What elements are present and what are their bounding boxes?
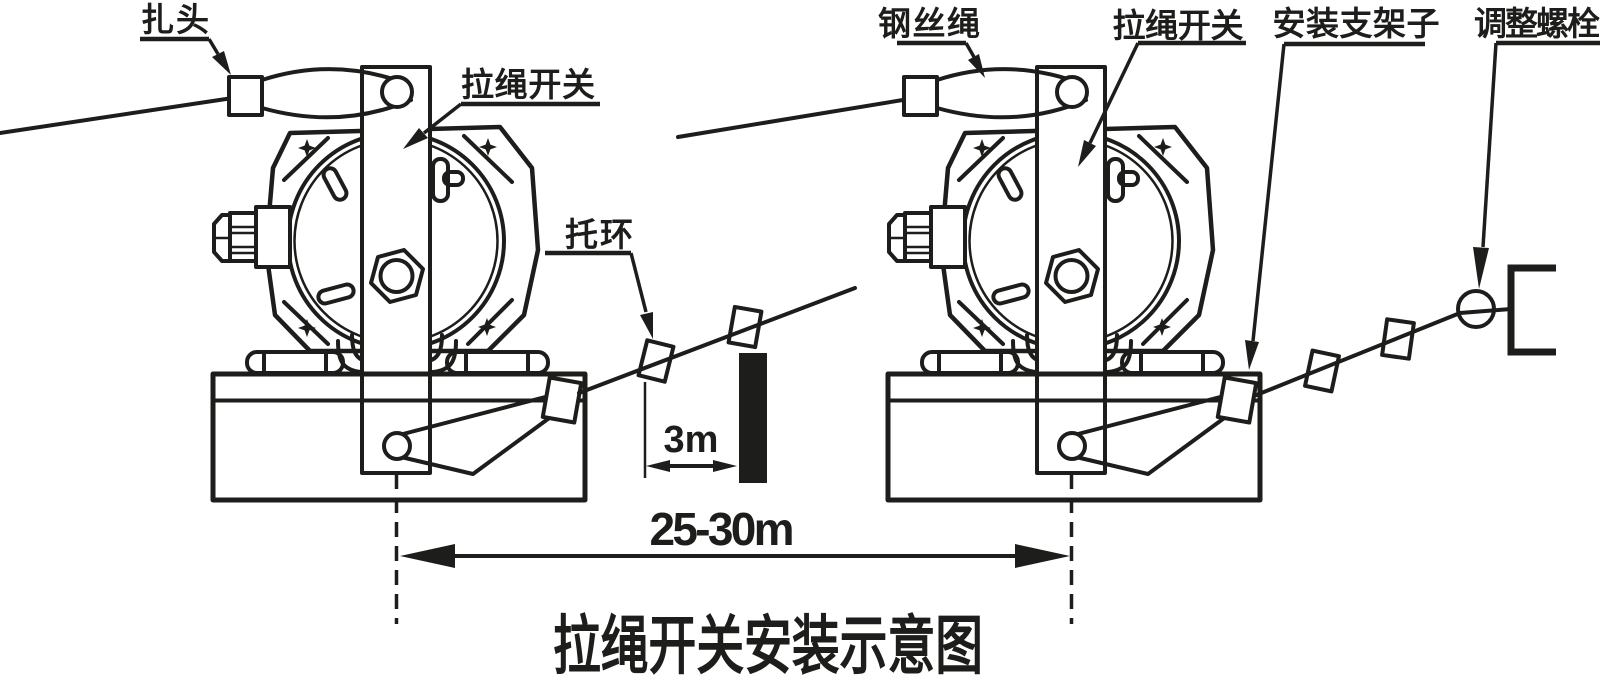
wire-rope-span-left	[577, 286, 857, 395]
arrowhead-icon	[1078, 140, 1096, 167]
support-ring	[1303, 348, 1341, 394]
pull-rope-switch-right-label: 拉绳开关	[1113, 7, 1244, 44]
callout-pull-rope-switch-left: 拉绳开关	[403, 66, 600, 149]
support-ring-label: 托环	[565, 216, 633, 253]
mounting-bracket-label: 安装支架子	[1273, 5, 1440, 42]
end-anchor-bracket	[1507, 264, 1556, 356]
callout-support-ring: 托环	[545, 216, 653, 339]
dimension-3m: 3m	[646, 419, 737, 472]
callout-wire-rope: 钢丝绳	[878, 5, 985, 78]
arrowhead-icon	[1473, 247, 1489, 289]
stop-block	[739, 353, 767, 483]
arrowhead-icon	[1245, 340, 1259, 370]
support-ring	[636, 338, 676, 384]
support-ring	[1380, 317, 1416, 361]
dimension-3m-value: 3m	[664, 419, 719, 461]
wire-rope-left	[0, 94, 248, 135]
wire-rope-label: 钢丝绳	[878, 5, 980, 42]
arrowhead-icon	[968, 54, 985, 78]
dimension-25-30m: 25-30m	[400, 503, 1070, 568]
dimension-25-30m-value: 25-30m	[650, 503, 795, 555]
arrowhead-icon	[212, 51, 231, 75]
arrowhead-icon	[403, 128, 428, 149]
pull-rope-switch-right	[888, 67, 1260, 624]
callout-clamp-head: 扎头	[140, 1, 231, 75]
clamp-head-label: 扎头	[141, 1, 209, 38]
pull-rope-switch-left	[213, 67, 585, 624]
pull-rope-switch-left-label: 拉绳开关	[461, 66, 595, 103]
callout-adjusting-bolt: 调整螺栓	[1473, 5, 1600, 289]
support-ring	[726, 304, 764, 350]
arrowhead-icon	[640, 312, 653, 339]
callout-pull-rope-switch-right: 拉绳开关	[1078, 7, 1246, 167]
diagram-title: 拉绳开关安装示意图	[553, 609, 983, 684]
adjusting-bolt-label: 调整螺栓	[1474, 5, 1600, 42]
callout-mounting-bracket: 安装支架子	[1245, 5, 1440, 370]
adjusting-bolt-ring	[1456, 289, 1496, 329]
wire-rope-right	[676, 95, 923, 139]
